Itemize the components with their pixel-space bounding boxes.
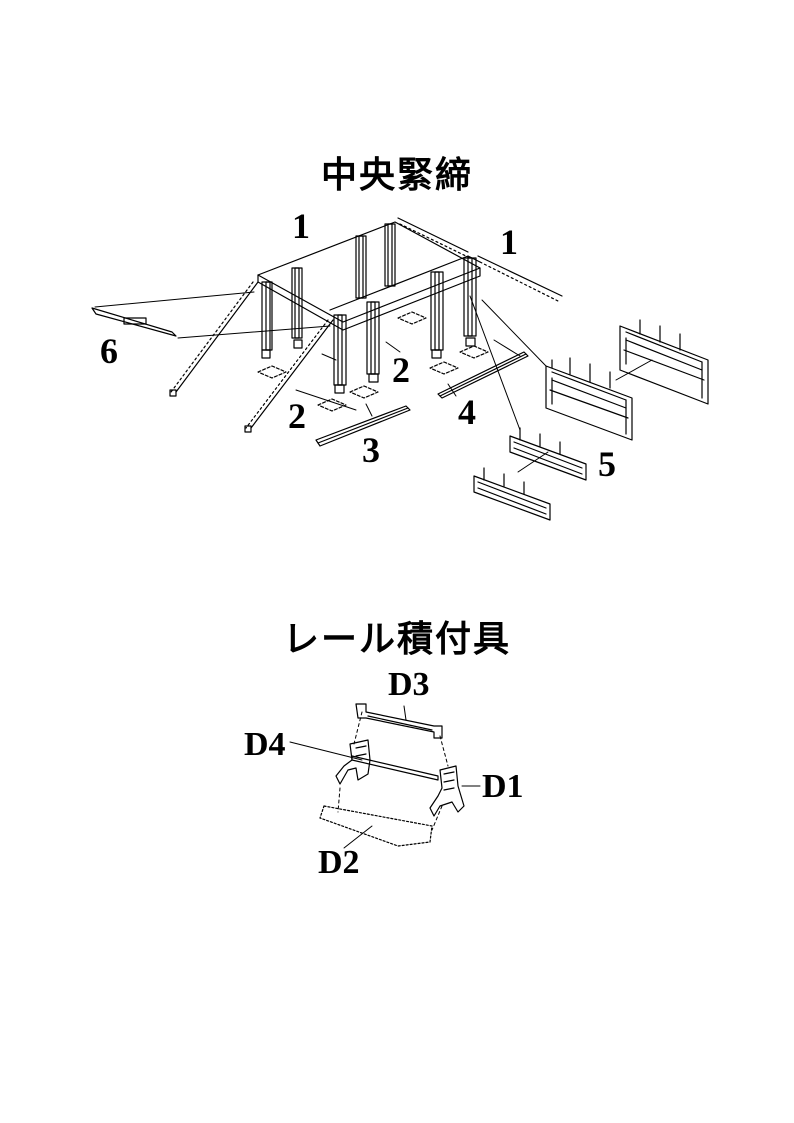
base-plates — [258, 312, 488, 411]
side-frame-front — [330, 256, 480, 310]
part-label-5: 5 — [598, 444, 616, 484]
part-label-d2: D2 — [318, 844, 360, 881]
part-label-1-left: 1 — [292, 206, 310, 246]
part-d2-base — [320, 806, 432, 846]
part-5-panel-small-2 — [474, 468, 550, 520]
part-d3-beam — [356, 704, 442, 738]
part-5-panel-large-front — [546, 358, 632, 440]
part-6-bar — [92, 308, 176, 336]
part-5-panel-small-1 — [510, 428, 586, 480]
side-frame-back — [258, 222, 480, 330]
leader-lines-6 — [95, 292, 330, 338]
leader-d4 — [290, 742, 362, 760]
diagonal-brace-left-2 — [245, 320, 333, 432]
part-label-d3: D3 — [388, 666, 430, 703]
assembly-guides — [338, 712, 448, 830]
part-label-2-left: 2 — [288, 396, 306, 436]
chain-brace-top-2 — [478, 256, 562, 302]
part-4-bar — [438, 352, 528, 398]
post-feet — [262, 338, 475, 393]
section-title-rail-loader: レール積付具 — [282, 618, 511, 660]
part-label-1-right: 1 — [500, 222, 518, 262]
part-d1-stand-right — [430, 766, 464, 816]
part-label-2-right: 2 — [392, 350, 410, 390]
part-d1-stand-left — [336, 740, 370, 784]
leader-lines-2-3-4 — [296, 340, 520, 416]
leader-d3 — [404, 706, 406, 720]
part-label-d1: D1 — [482, 768, 524, 805]
frame-posts — [262, 224, 476, 385]
part-label-d4: D4 — [244, 726, 286, 763]
part-label-4: 4 — [458, 392, 476, 432]
part-3-bar — [316, 406, 410, 446]
leader-d2 — [344, 826, 372, 848]
section-title-center-clamp: 中央緊締 — [320, 154, 473, 196]
part-label-3: 3 — [362, 430, 380, 470]
part-label-6: 6 — [100, 331, 118, 371]
leader-lines-5 — [470, 296, 652, 472]
part-5-panel-large-back — [620, 320, 708, 404]
chain-brace-top-1 — [398, 218, 470, 258]
diagonal-brace-left-1 — [170, 282, 258, 396]
